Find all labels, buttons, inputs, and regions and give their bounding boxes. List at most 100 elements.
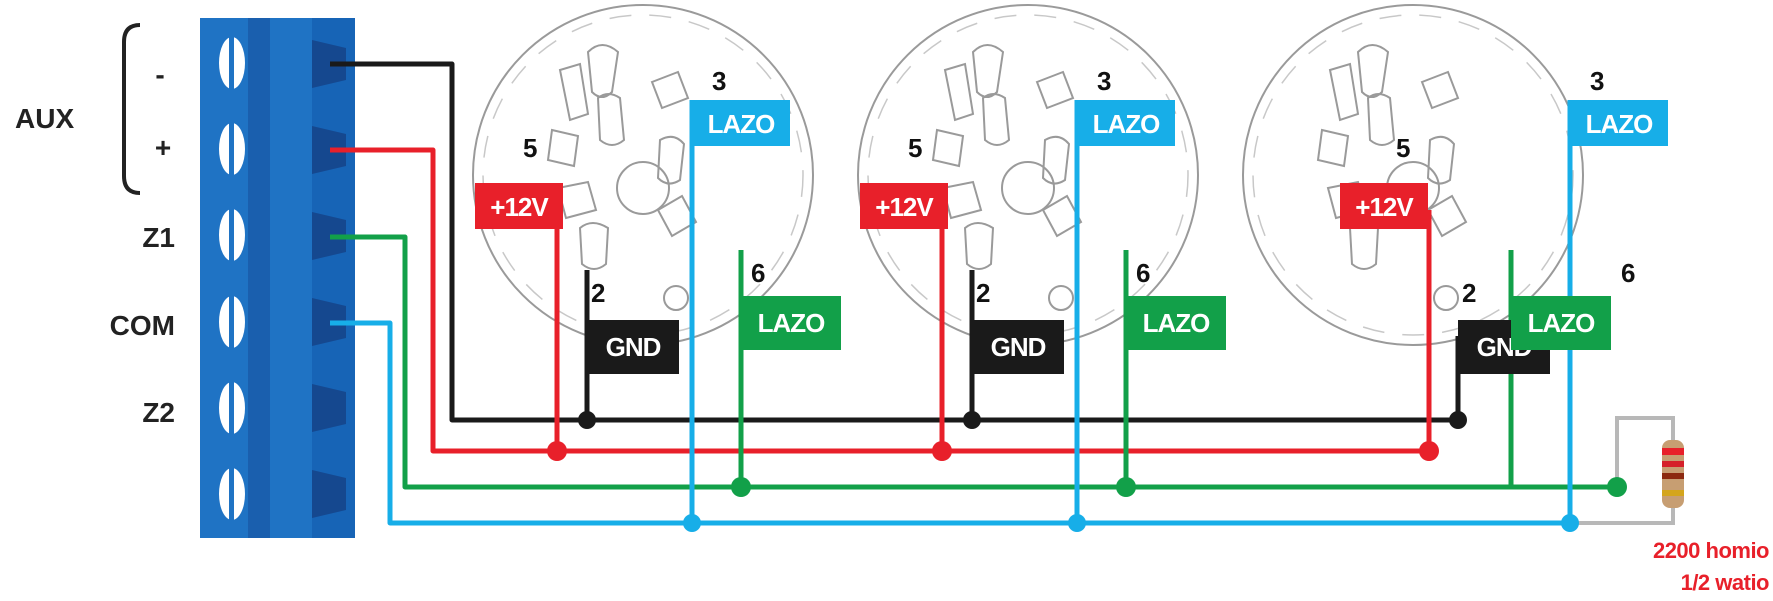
tag-gnd-text: GND	[991, 332, 1046, 362]
terminal-hole	[663, 285, 689, 311]
tag-12v-text: +12V	[875, 192, 934, 222]
tag-lazo-bottom	[1126, 296, 1226, 350]
junction-dot	[547, 441, 567, 461]
wire-blue	[330, 100, 1573, 526]
center-hole	[616, 161, 670, 215]
detector-labels-1: LAZO +12V GND LAZO 3 5 2 6	[475, 66, 841, 374]
contact-icon	[1426, 194, 1468, 238]
aux-label: AUX	[15, 103, 74, 134]
tag-gnd	[972, 320, 1064, 374]
clamp-icon	[312, 470, 346, 518]
pin-number-6: 6	[751, 258, 765, 288]
aux-bracket	[122, 23, 141, 195]
pin-number-5: 5	[1396, 133, 1410, 163]
contact-icon	[1328, 62, 1360, 122]
detector-base-2	[857, 4, 1199, 346]
junction-dot	[932, 441, 952, 461]
junction-dot	[1449, 411, 1467, 429]
terminal-label-z2: Z2	[142, 397, 175, 428]
contact-icon	[556, 180, 598, 220]
contact-icon	[963, 222, 995, 270]
clamp-icon	[312, 298, 346, 346]
contact-icon	[1366, 93, 1396, 146]
tag-lazo-bottom	[741, 296, 841, 350]
tag-12v-text: +12V	[490, 192, 549, 222]
contact-icon	[943, 62, 975, 122]
tag-lazo-top-text: LAZO	[1586, 109, 1654, 139]
tag-12v	[475, 183, 563, 229]
tag-lazo-top	[692, 100, 790, 146]
contact-icon	[1316, 128, 1350, 168]
contact-icon	[1426, 135, 1456, 185]
clamp-icon	[312, 212, 346, 260]
junction-dot	[1561, 514, 1579, 532]
tag-lazo-top	[1077, 100, 1175, 146]
terminal-body-right-dark	[312, 18, 355, 538]
contact-icon	[971, 44, 1005, 98]
contact-icon	[981, 93, 1011, 146]
pin-number-5: 5	[523, 133, 537, 163]
tag-lazo-bottom-text: LAZO	[758, 308, 826, 338]
terminal-label-com: COM	[110, 310, 175, 341]
tag-12v-text: +12V	[1355, 192, 1414, 222]
wire-red	[330, 147, 1432, 454]
tag-lazo-top-text: LAZO	[708, 109, 776, 139]
terminal-clamps	[312, 40, 346, 518]
resistor-label-power: 1/2 watio	[1681, 570, 1769, 595]
tag-lazo-top-text: LAZO	[1093, 109, 1161, 139]
detector-outline	[857, 4, 1199, 346]
tag-lazo-top	[1570, 100, 1668, 146]
tag-12v	[860, 183, 948, 229]
contact-icon	[1041, 194, 1083, 238]
contact-icon	[596, 93, 626, 146]
pin-number-2: 2	[976, 278, 990, 308]
junction-dot	[1607, 477, 1627, 497]
detector-labels-3: LAZO +12V GND LAZO 3 5 2 6	[1340, 66, 1668, 374]
contact-icon	[1420, 70, 1460, 110]
detector-base-1	[472, 4, 814, 346]
contact-icon	[1041, 135, 1071, 185]
tag-lazo-bottom-text: LAZO	[1143, 308, 1211, 338]
junction-dot	[1068, 514, 1086, 532]
terminal-screws	[219, 37, 245, 520]
center-hole	[1001, 161, 1055, 215]
junction-dot	[578, 411, 596, 429]
tag-gnd-text: GND	[606, 332, 661, 362]
contact-icon	[1356, 44, 1390, 98]
junction-dot	[963, 411, 981, 429]
pin-number-6: 6	[1621, 258, 1635, 288]
tag-gnd	[587, 320, 679, 374]
contact-icon	[931, 128, 965, 168]
clamp-icon	[312, 384, 346, 432]
terminal-hole	[1048, 285, 1074, 311]
junction-dots	[547, 411, 1627, 532]
pin-number-5: 5	[908, 133, 922, 163]
pin-number-6: 6	[1136, 258, 1150, 288]
junction-dot	[683, 514, 701, 532]
terminal-block	[200, 18, 355, 538]
resistor-leads	[1570, 416, 1675, 525]
tag-lazo-bottom	[1511, 296, 1611, 350]
detector-outline	[1242, 4, 1584, 346]
terminal-hole	[1433, 285, 1459, 311]
pin-number-2: 2	[1462, 278, 1476, 308]
tag-12v	[1340, 183, 1428, 229]
pin-number-3: 3	[1590, 66, 1604, 96]
contact-icon	[650, 70, 690, 110]
clamp-icon	[312, 126, 346, 174]
contact-icon	[941, 180, 983, 220]
contact-icon	[656, 135, 686, 185]
resistor-label-value: 2200 homio	[1653, 538, 1769, 563]
terminal-label-plus: +	[155, 132, 171, 163]
pin-number-2: 2	[591, 278, 605, 308]
terminal-label-minus: -	[155, 59, 164, 90]
clamp-icon	[312, 40, 346, 88]
contact-icon	[546, 128, 580, 168]
detector-labels-2: LAZO +12V GND LAZO 3 5 2 6	[860, 66, 1226, 374]
junction-dot	[1419, 441, 1439, 461]
junction-dot	[1116, 477, 1136, 497]
terminal-body-divider	[248, 18, 270, 538]
detector-outline	[472, 4, 814, 346]
terminal-label-z1: Z1	[142, 222, 175, 253]
